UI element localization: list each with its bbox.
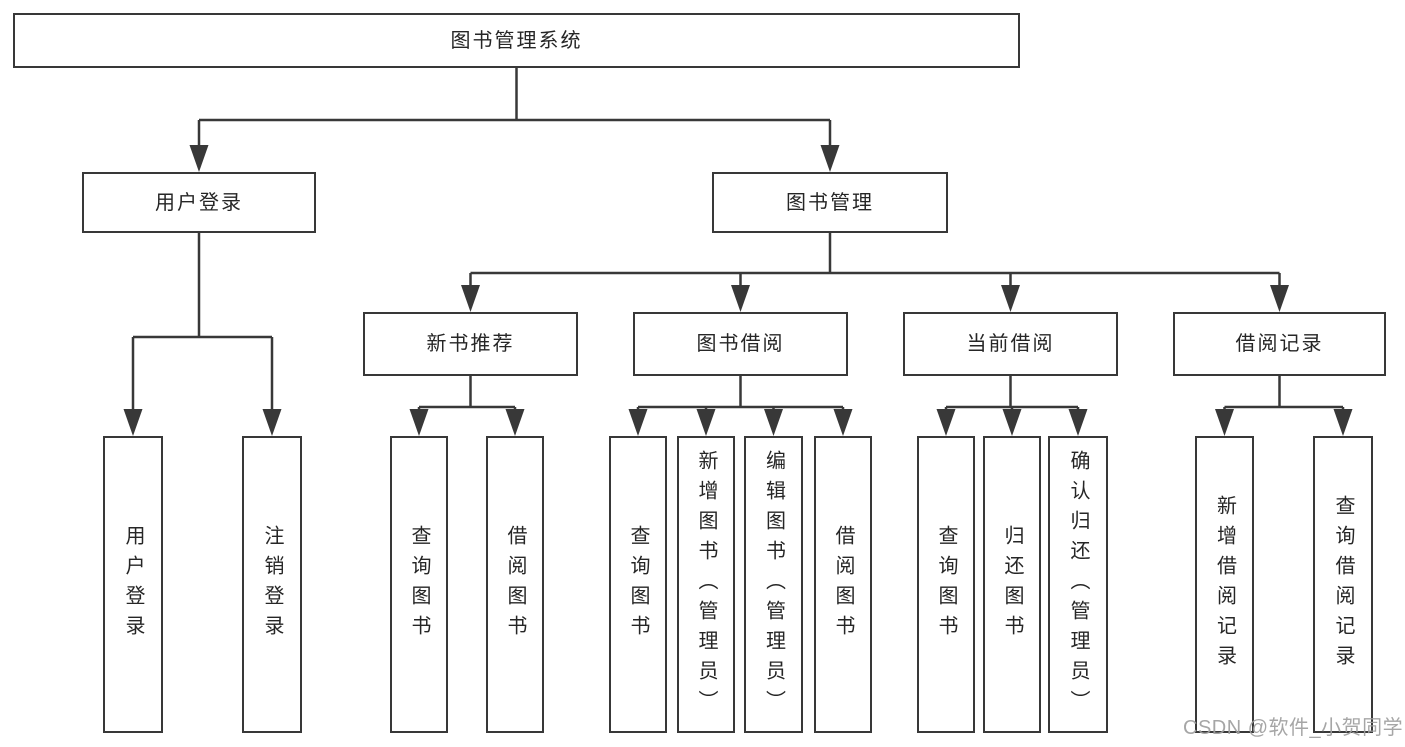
arrowhead — [1001, 285, 1020, 312]
leaf-borrow-borrow-books: 借阅图书 — [814, 436, 872, 733]
leaf-records-query-borrow-record: 查询借阅记录 — [1313, 436, 1373, 733]
edge-book-borrow-children — [636, 376, 845, 432]
arrowhead — [731, 285, 750, 312]
node-library-management-system: 图书管理系统 — [13, 13, 1020, 68]
leaf-current-confirm-return-admin: 确认归还（管理员） — [1048, 436, 1108, 733]
arrowhead — [1270, 285, 1289, 312]
arrowhead — [505, 409, 525, 436]
arrowhead — [1333, 409, 1353, 436]
node-new-book-recommend: 新书推荐 — [363, 312, 578, 376]
arrowhead — [1068, 409, 1088, 436]
leaf-logout: 注销登录 — [242, 436, 302, 733]
leaf-user-login: 用户登录 — [103, 436, 163, 733]
arrowhead — [1215, 409, 1234, 436]
leaf-current-query-books: 查询图书 — [917, 436, 975, 733]
edge-book-mgmt-children — [469, 233, 1281, 308]
node-book-management: 图书管理 — [712, 172, 948, 233]
edge-current-borrow-children — [944, 376, 1080, 432]
arrowhead — [820, 145, 840, 172]
arrowhead — [628, 409, 648, 436]
leaf-records-add-borrow-record: 新增借阅记录 — [1195, 436, 1254, 733]
arrowhead — [833, 409, 853, 436]
arrowhead — [409, 409, 429, 436]
node-borrowing-records: 借阅记录 — [1173, 312, 1386, 376]
arrowhead — [936, 409, 956, 436]
watermark: CSDN @软件_小贺同学 — [1183, 717, 1404, 739]
node-current-borrowing: 当前借阅 — [903, 312, 1118, 376]
arrowhead — [1002, 409, 1022, 436]
arrowhead — [696, 409, 716, 436]
edge-new-book-children — [417, 376, 517, 432]
edge-root-to-level2 — [197, 68, 832, 168]
arrowhead — [461, 285, 480, 312]
arrowhead — [189, 145, 209, 172]
leaf-current-return-books: 归还图书 — [983, 436, 1041, 733]
arrowhead — [262, 409, 282, 436]
arrowhead — [123, 409, 143, 436]
arrowhead — [764, 409, 783, 436]
edge-borrow-records-children — [1223, 376, 1345, 432]
node-book-borrowing: 图书借阅 — [633, 312, 848, 376]
leaf-newrec-borrow-books: 借阅图书 — [486, 436, 544, 733]
leaf-borrow-edit-books-admin: 编辑图书（管理员） — [744, 436, 803, 733]
node-user-login: 用户登录 — [82, 172, 316, 233]
leaf-newrec-query-books: 查询图书 — [390, 436, 448, 733]
leaf-borrow-add-books-admin: 新增图书（管理员） — [677, 436, 735, 733]
tree-edges — [131, 68, 1345, 432]
edge-user-login-children — [131, 233, 274, 432]
leaf-borrow-query-books: 查询图书 — [609, 436, 667, 733]
